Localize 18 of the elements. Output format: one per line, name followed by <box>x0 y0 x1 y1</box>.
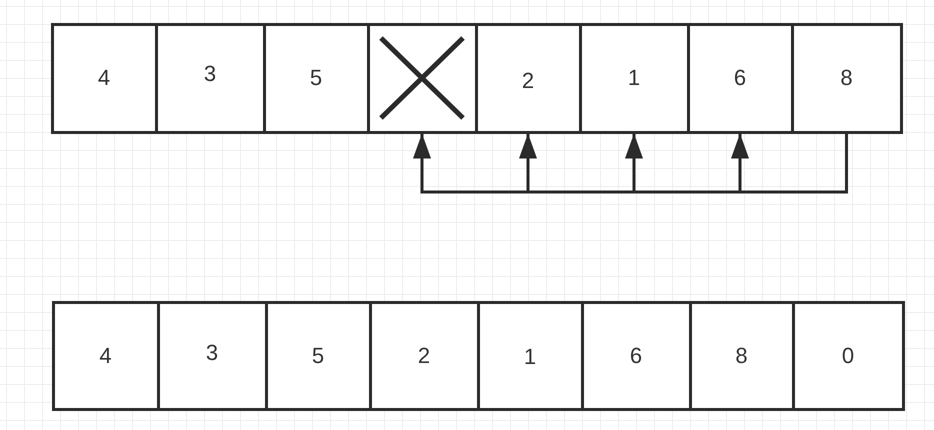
cell-value: 1 <box>626 65 642 91</box>
cell-value: 8 <box>839 65 854 91</box>
cell-value: 2 <box>520 68 536 94</box>
cell-value: 3 <box>202 61 218 87</box>
cell-value: 5 <box>308 65 324 91</box>
array-cell <box>52 300 160 410</box>
cell-value: 6 <box>628 342 644 368</box>
cell-value: 8 <box>734 342 749 368</box>
cell-value: 4 <box>96 65 112 91</box>
cell-value: 4 <box>98 342 113 368</box>
cell-value: 3 <box>204 340 220 366</box>
cell-value: 2 <box>416 342 432 368</box>
cell-value: 0 <box>840 342 856 368</box>
cell-value: 6 <box>732 65 748 91</box>
cell-value: 5 <box>310 342 326 368</box>
array-cell <box>50 22 158 134</box>
cell-value: 1 <box>522 344 538 370</box>
arrow <box>413 134 848 194</box>
